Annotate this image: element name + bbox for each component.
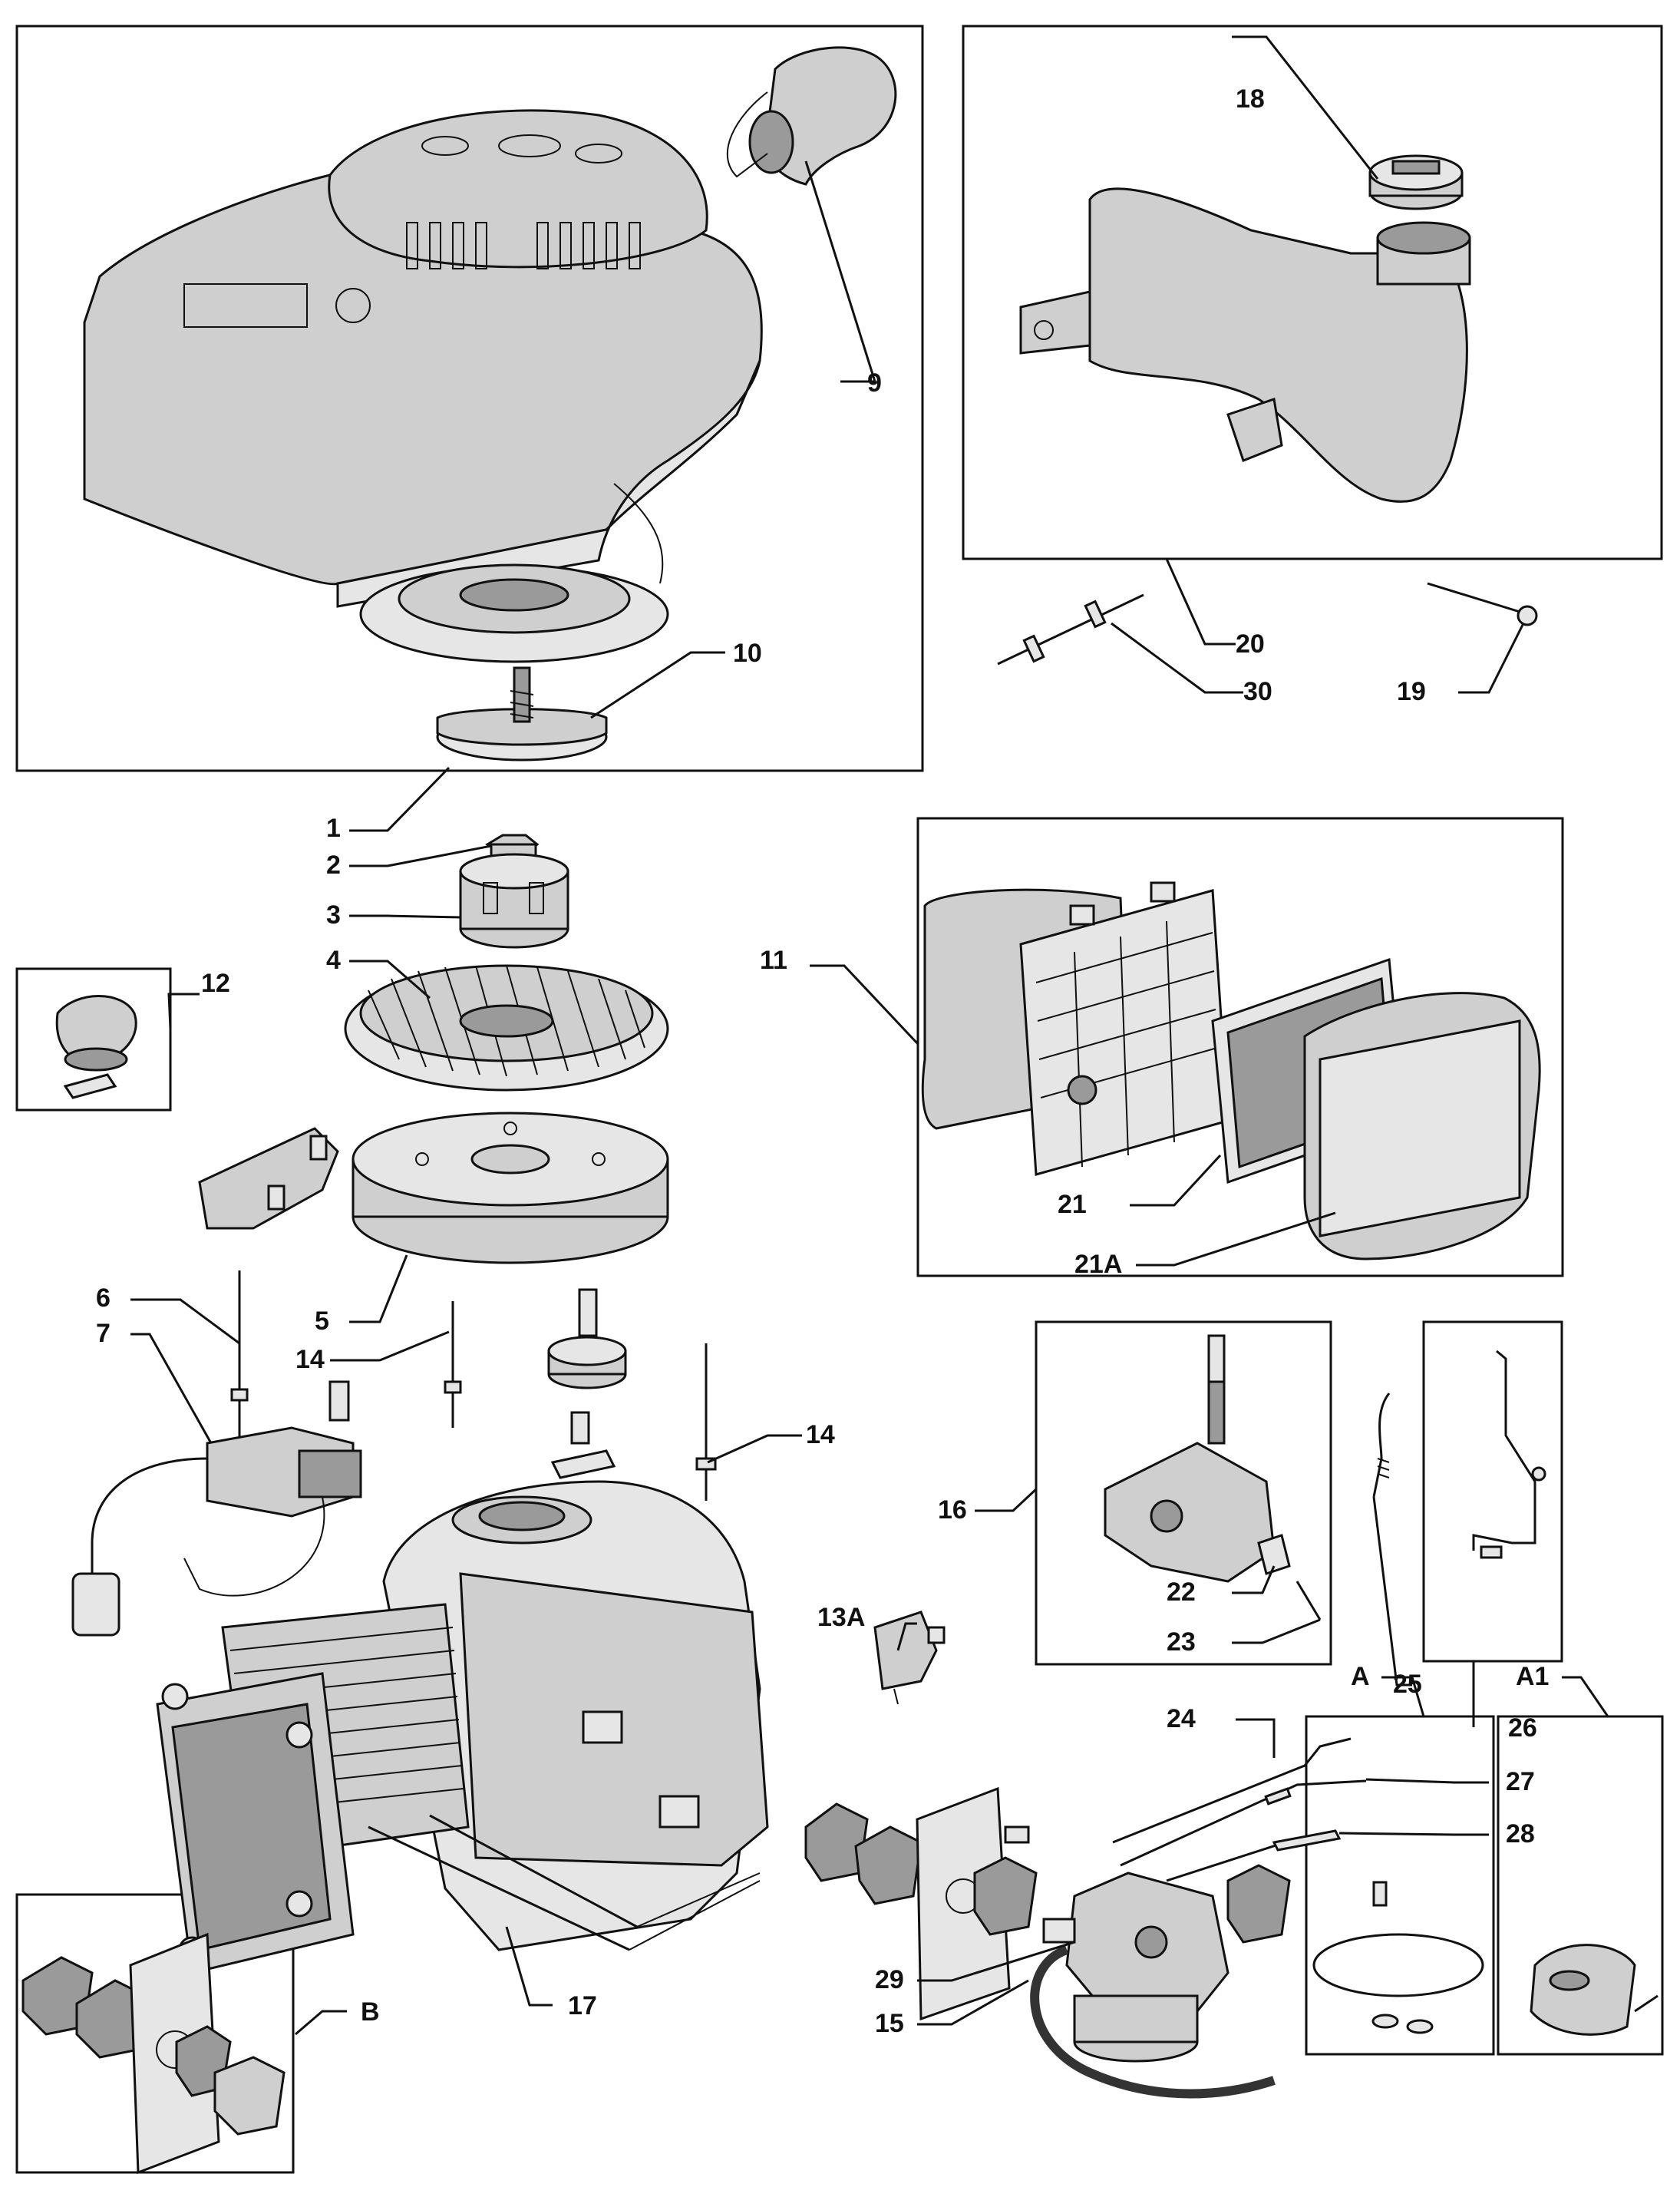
fuel-hose — [1030, 1945, 1276, 2099]
engine-crankcase — [382, 1480, 769, 1951]
carburetor — [1042, 1864, 1291, 2063]
air-filter-base — [921, 881, 1229, 1176]
fuel-cap — [1368, 154, 1464, 210]
coil-stud — [230, 1270, 249, 1443]
label-20: 20 — [1236, 629, 1265, 659]
starter-pulley — [359, 563, 669, 663]
label-14a: 14 — [295, 1345, 325, 1374]
throttle-lever — [1472, 1350, 1546, 1559]
label-b: B — [361, 1997, 380, 2027]
starter-handle — [726, 46, 897, 186]
label-3: 3 — [326, 900, 341, 930]
gasket-set-box-b — [15, 1893, 295, 2174]
label-27: 27 — [1506, 1767, 1535, 1796]
starter-pawl — [55, 995, 137, 1099]
air-filter-cover — [1303, 992, 1541, 1260]
label-21a: 21A — [1074, 1250, 1122, 1279]
label-17: 17 — [568, 1991, 597, 2020]
label-1: 1 — [326, 814, 341, 843]
label-13a: 13A — [817, 1603, 865, 1632]
head-bolts — [368, 1814, 761, 1951]
starter-cup-collar — [459, 853, 569, 949]
part-labels: 9 10 1 2 3 4 12 11 18 20 30 19 5 14 14 6… — [96, 84, 1549, 2038]
label-14b: 14 — [806, 1420, 835, 1449]
air-filter-box — [916, 817, 1564, 1277]
governor-link-rod — [1112, 1737, 1352, 1844]
label-10: 10 — [733, 639, 762, 668]
starter-rope — [613, 483, 664, 584]
label-4: 4 — [326, 946, 341, 975]
starter-pawl-box — [15, 967, 172, 1112]
label-5: 5 — [315, 1307, 329, 1336]
label-28: 28 — [1506, 1819, 1535, 1848]
governor-spring — [1372, 1393, 1391, 1498]
recoil-starter-box — [15, 25, 924, 772]
tank-bolt-spacer — [997, 593, 1144, 666]
intake-gaskets — [804, 1786, 1038, 2021]
leader-lines — [130, 35, 1609, 2036]
label-a1: A1 — [1516, 1662, 1549, 1691]
float-needle-kit — [1312, 1881, 1484, 2034]
fuel-tank-box — [962, 25, 1663, 560]
fuel-tank — [1019, 187, 1471, 503]
governor-box — [1035, 1320, 1332, 1666]
label-22: 22 — [1167, 1578, 1196, 1607]
float-kit — [1530, 1944, 1659, 2036]
throttle-lever-box — [1422, 1320, 1563, 1663]
governor-bracket — [1104, 1334, 1322, 1620]
starter-cup — [436, 666, 608, 762]
label-23: 23 — [1167, 1627, 1196, 1657]
label-30: 30 — [1243, 677, 1272, 706]
label-a: A — [1351, 1662, 1370, 1691]
cooling-fan — [344, 964, 669, 1092]
label-11: 11 — [760, 946, 787, 975]
tank-bolt-long — [1427, 582, 1538, 626]
label-7: 7 — [96, 1319, 111, 1348]
label-19: 19 — [1397, 677, 1426, 706]
label-6: 6 — [96, 1284, 111, 1313]
stud-right — [695, 1343, 717, 1501]
label-26: 26 — [1508, 1713, 1537, 1743]
stud-left — [444, 1301, 462, 1428]
recoil-starter-housing — [83, 109, 763, 608]
flywheel — [352, 1112, 669, 1264]
cylinder-head — [156, 1672, 355, 1974]
label-25: 25 — [1393, 1670, 1422, 1699]
label-21: 21 — [1058, 1190, 1087, 1219]
flywheel-shield — [198, 1127, 339, 1230]
carb-kit-box-a — [1305, 1715, 1495, 2056]
label-16: 16 — [938, 1495, 967, 1525]
carb-kit-box-a1 — [1497, 1715, 1664, 2056]
throttle-rod — [1166, 1829, 1342, 1882]
stop-switch — [873, 1611, 946, 1705]
label-18: 18 — [1236, 84, 1265, 114]
label-24: 24 — [1167, 1704, 1196, 1733]
label-15: 15 — [875, 2009, 904, 2038]
label-9: 9 — [867, 368, 882, 398]
gasket-set — [21, 1932, 286, 2175]
label-2: 2 — [326, 851, 341, 880]
label-12: 12 — [201, 969, 230, 998]
ignition-coil — [71, 1380, 362, 1637]
governor-pawl-assembly — [547, 1288, 627, 1479]
label-29: 29 — [875, 1965, 904, 1994]
choke-rod — [1120, 1779, 1367, 1867]
